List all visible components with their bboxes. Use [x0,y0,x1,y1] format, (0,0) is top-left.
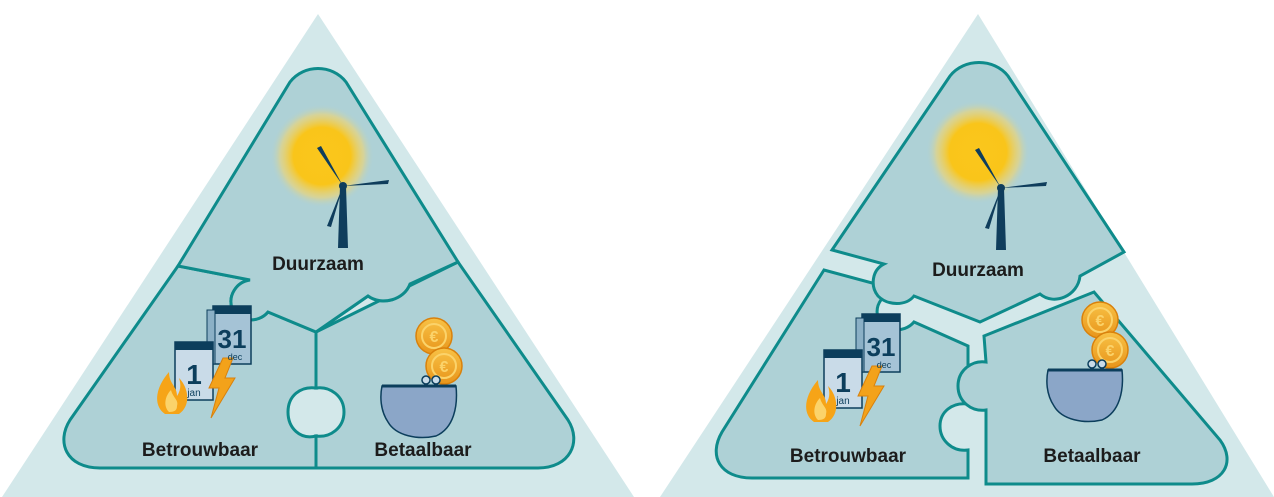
calendar-back-day: 31 [867,332,896,362]
sun-icon [270,104,374,208]
diagram-separated: 31 dec 1 jan Duurzaam Betrouwbaar Betaal… [660,14,1274,497]
label-duurzaam: Duurzaam [932,260,1024,281]
calendar-icon: 31 dec 1 jan [805,313,901,427]
calendar-front-month: jan [186,388,200,399]
calendar-back-month: dec [228,352,243,362]
label-betaalbaar: Betaalbaar [1043,446,1141,467]
calendar-front-day: 1 [835,367,851,398]
label-duurzaam: Duurzaam [272,254,364,275]
calendar-icon: 31 dec 1 jan [156,305,252,419]
label-betrouwbaar: Betrouwbaar [142,440,259,461]
calendar-front-day: 1 [186,359,202,390]
label-betrouwbaar: Betrouwbaar [790,446,907,467]
calendar-front-month: jan [835,396,849,407]
diagram-connected: 31 dec 1 jan Duurzaam Betrouwbaar Betaal… [2,14,634,497]
calendar-back-day: 31 [218,324,247,354]
label-betaalbaar: Betaalbaar [374,440,472,461]
calendar-back-month: dec [877,360,892,370]
